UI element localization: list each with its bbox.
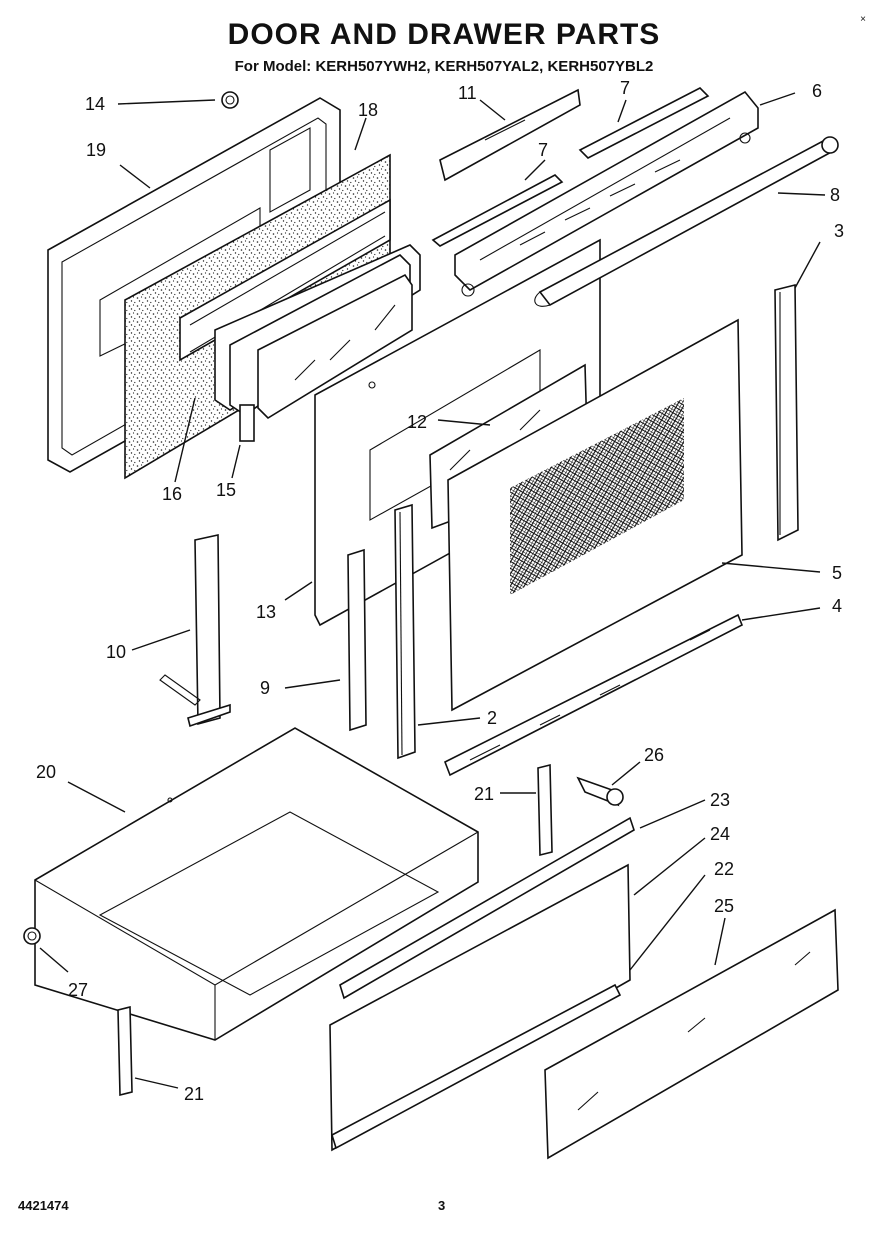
vent-bracket-7a xyxy=(578,87,710,159)
callout-23: 23 xyxy=(710,790,730,810)
callout-16: 16 xyxy=(162,484,182,504)
callout-24: 24 xyxy=(710,824,730,844)
callout-6: 6 xyxy=(812,81,822,101)
callout-14: 14 xyxy=(85,94,105,114)
callout-26: 26 xyxy=(644,745,664,765)
model-subtitle: For Model: KERH507YWH2, KERH507YAL2, KER… xyxy=(234,58,654,75)
vent-bracket-11 xyxy=(439,88,581,182)
pivot-pin-26 xyxy=(576,776,624,807)
callout-21b: 21 xyxy=(184,1084,204,1104)
callout-13: 13 xyxy=(256,602,276,622)
door-channel-2 xyxy=(394,503,416,760)
vent-trim-6 xyxy=(454,90,759,297)
callout-11: 11 xyxy=(458,83,477,103)
callout-20: 20 xyxy=(36,762,56,782)
callout-15: 15 xyxy=(216,480,236,500)
drawer-bottom-trim-22 xyxy=(331,983,622,1150)
callout-27: 27 xyxy=(68,980,88,1000)
callout-7a: 7 xyxy=(620,78,630,98)
hinge-bracket-10 xyxy=(159,534,231,728)
callout-19: 19 xyxy=(86,140,106,160)
callout-21a: 21 xyxy=(474,784,494,804)
drawer-slide-21a xyxy=(537,763,553,857)
drawer-stop-27 xyxy=(23,927,41,945)
callout-8: 8 xyxy=(830,185,840,205)
callout-4: 4 xyxy=(832,596,842,616)
corner-mark: × xyxy=(860,14,866,25)
callout-3: 3 xyxy=(834,221,844,241)
page-title: DOOR AND DRAWER PARTS xyxy=(227,18,661,51)
callout-2: 2 xyxy=(487,708,497,728)
callout-5: 5 xyxy=(832,563,842,583)
inner-glass-pack-15 xyxy=(214,244,421,442)
drawer-glass-panel-25 xyxy=(544,908,839,1160)
drawer-body-20 xyxy=(34,727,479,1041)
door-stop-14 xyxy=(221,91,239,109)
leader-lines xyxy=(39,92,826,1089)
document-number: 4421474 xyxy=(18,1198,69,1213)
side-trim-3 xyxy=(774,283,799,542)
callout-7b: 7 xyxy=(538,140,548,160)
outer-door-panel-5 xyxy=(447,318,743,712)
page-number: 3 xyxy=(438,1198,446,1213)
door-handle-8 xyxy=(534,136,839,307)
drawer-slide-21b xyxy=(117,1005,133,1097)
callout-25: 25 xyxy=(714,896,734,916)
callout-10: 10 xyxy=(106,642,126,662)
callout-18: 18 xyxy=(358,100,378,120)
spacer-9 xyxy=(347,548,367,732)
bottom-trim-4 xyxy=(443,613,744,777)
callout-9: 9 xyxy=(260,678,270,698)
vent-bracket-7b xyxy=(431,174,564,247)
callout-12: 12 xyxy=(407,412,427,432)
drawer-trim-23 xyxy=(339,816,635,1000)
callout-22: 22 xyxy=(714,859,734,879)
